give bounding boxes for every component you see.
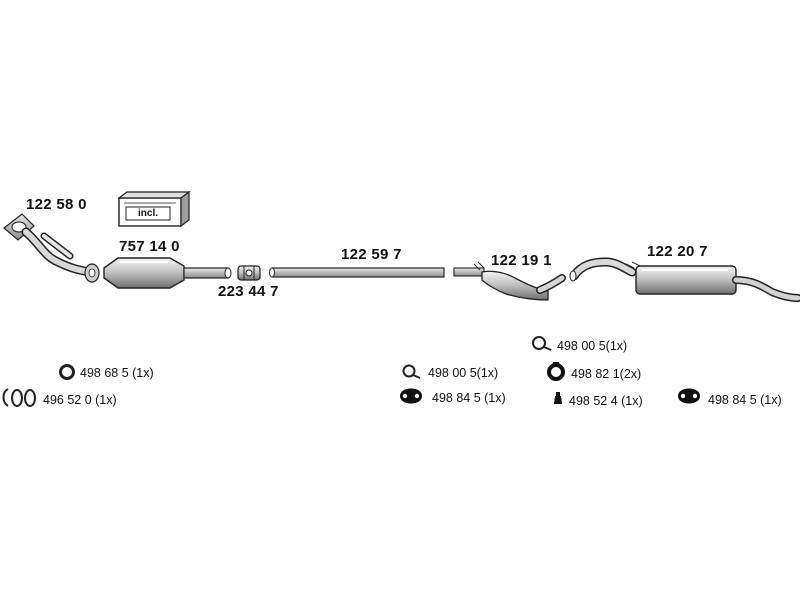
clamp-set-icon — [2, 388, 36, 407]
clamp-part-number: 223 44 7 — [218, 283, 279, 300]
accessory-label: 498 84 5 (1x) — [432, 391, 506, 405]
bolt-icon — [554, 392, 562, 404]
accessory-label: 498 00 5(1x) — [428, 366, 499, 380]
rubber-hanger-icon — [400, 388, 422, 404]
front-pipe-part-number: 122 58 0 — [26, 196, 87, 213]
middle-pipe-drawing — [269, 267, 445, 278]
middle-silencer-drawing — [453, 261, 566, 301]
ring-clip-icon — [532, 336, 552, 351]
ring-clip-icon — [402, 364, 421, 379]
rear-silencer-part-number: 122 20 7 — [647, 243, 708, 260]
kit-included-label: incl. — [138, 208, 159, 219]
accessory-label: 498 00 5(1x) — [557, 339, 628, 353]
accessory-label: 498 68 5 (1x) — [80, 366, 154, 380]
accessory-label: 498 52 4 (1x) — [569, 394, 643, 408]
clamp-drawing — [237, 265, 261, 281]
accessory-label: 496 52 0 (1x) — [43, 393, 117, 407]
catalyst-drawing — [103, 257, 232, 289]
front-pipe-drawing — [3, 213, 100, 283]
kit-box-drawing — [117, 190, 191, 228]
catalyst-part-number: 757 14 0 — [119, 238, 180, 255]
rear-silencer-drawing — [569, 257, 800, 302]
ring-icon — [59, 364, 75, 380]
accessory-label: 498 82 1(2x) — [571, 367, 642, 381]
rubber-hanger-icon — [678, 388, 700, 404]
rubber-ring-icon — [547, 362, 565, 381]
middle-pipe-part-number: 122 59 7 — [341, 246, 402, 263]
middle-silencer-part-number: 122 19 1 — [491, 252, 552, 269]
accessory-label: 498 84 5 (1x) — [708, 393, 782, 407]
